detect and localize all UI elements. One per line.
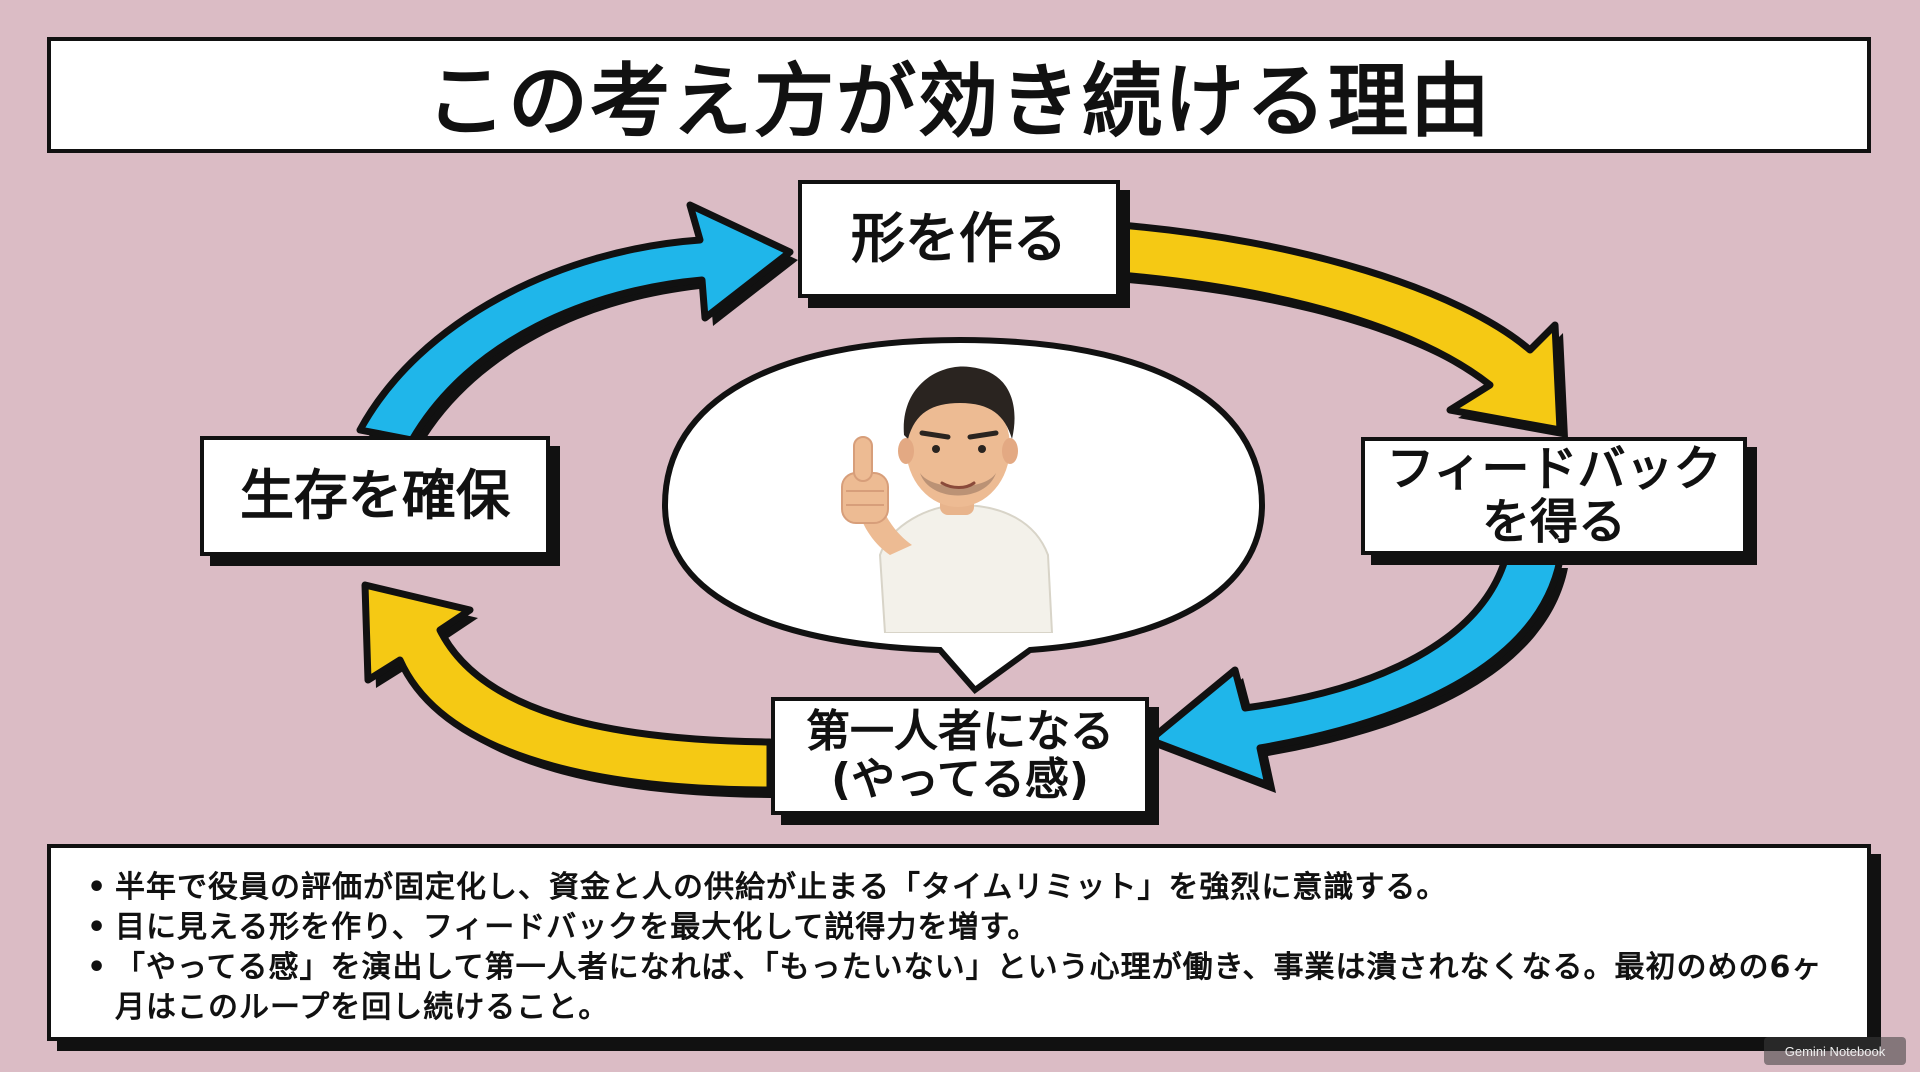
list-item: 「やってる感」を演出して第一人者になれば、「もったいない」という心理が働き、事業… bbox=[81, 948, 1837, 1028]
watermark: Gemini Notebook bbox=[1764, 1037, 1906, 1065]
cycle-node-get-feedback: フィードバック を得る bbox=[1361, 437, 1747, 555]
cycle-node-label-line1: 第一人者になる bbox=[806, 705, 1114, 757]
cycle-node-label: 生存を確保 bbox=[240, 464, 510, 528]
arrow-left-to-top bbox=[356, 201, 794, 444]
arrow-top-to-right bbox=[1116, 221, 1564, 434]
cycle-node-label-line1: フィードバック bbox=[1386, 441, 1722, 498]
notes-box: 半年で役員の評価が固定化し、資金と人の供給が止まる「タイムリミット」を強烈に意識… bbox=[47, 844, 1871, 1041]
arrow-bottom-to-left bbox=[361, 581, 774, 794]
cycle-node-secure-survival: 生存を確保 bbox=[200, 436, 550, 556]
cycle-node-label: 形を作る bbox=[851, 207, 1067, 271]
person-thumbs-up-illustration bbox=[841, 366, 1054, 633]
page-title: この考え方が効き続ける理由 bbox=[426, 55, 1492, 148]
notes-list: 半年で役員の評価が固定化し、資金と人の供給が止まる「タイムリミット」を強烈に意識… bbox=[81, 868, 1837, 1028]
title-box: この考え方が効き続ける理由 bbox=[47, 37, 1871, 153]
cycle-node-label-line2: を得る bbox=[1481, 494, 1626, 550]
list-item: 目に見える形を作り、フィードバックを最大化して説得力を増す。 bbox=[81, 908, 1837, 948]
cycle-node-make-form: 形を作る bbox=[798, 180, 1120, 298]
cycle-node-become-leader: 第一人者になる (やってる感) bbox=[771, 697, 1149, 815]
cycle-node-label-line2: (やってる感) bbox=[830, 754, 1090, 805]
list-item: 半年で役員の評価が固定化し、資金と人の供給が止まる「タイムリミット」を強烈に意識… bbox=[81, 868, 1837, 908]
arrow-right-to-bottom bbox=[1146, 556, 1564, 789]
